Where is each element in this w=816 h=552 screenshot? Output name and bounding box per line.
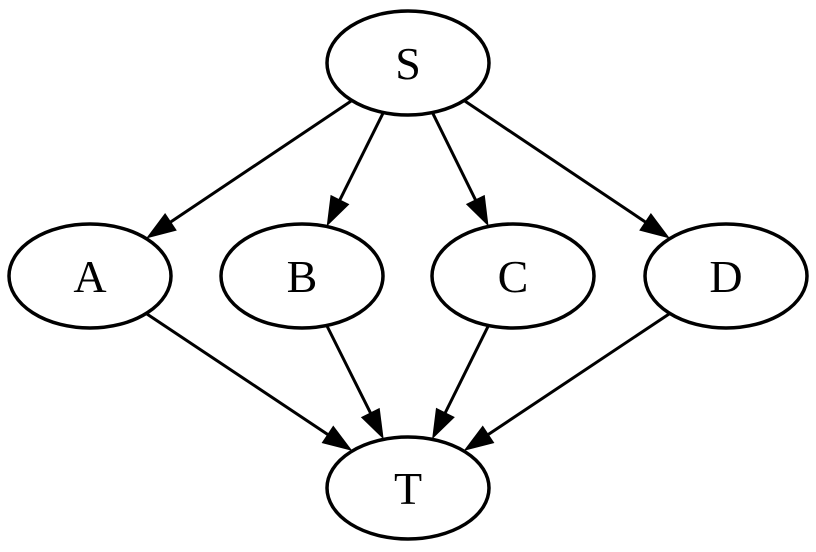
arrowhead-C-T: [432, 407, 455, 440]
node-ellipse-B: [219, 222, 385, 330]
edge-S-D: [463, 99, 650, 226]
node-D: D: [643, 222, 809, 330]
arrowhead-S-D: [639, 213, 670, 239]
arrowhead-D-T: [463, 425, 495, 451]
edge-D-T: [484, 312, 671, 438]
node-label-A: A: [73, 251, 106, 302]
node-T: T: [325, 435, 491, 541]
node-S: S: [325, 9, 491, 117]
node-label-S: S: [395, 38, 421, 89]
edge-S-A: [166, 99, 353, 226]
edge-S-B: [336, 111, 385, 204]
arrowhead-S-C: [465, 194, 489, 227]
node-ellipse-C: [430, 222, 596, 330]
node-ellipse-A: [7, 222, 173, 330]
arrowhead-A-T: [321, 425, 353, 451]
node-ellipse-T: [325, 435, 491, 541]
edge-B-T: [325, 324, 374, 417]
arrowhead-S-B: [326, 194, 350, 227]
node-C: C: [430, 222, 596, 330]
node-ellipse-S: [325, 9, 491, 117]
edge-C-T: [442, 324, 490, 417]
edge-S-C: [431, 111, 479, 204]
arrowhead-S-A: [146, 213, 177, 239]
node-A: A: [7, 222, 173, 330]
edge-A-T: [145, 312, 332, 438]
node-ellipse-D: [643, 222, 809, 330]
node-B: B: [219, 222, 385, 330]
node-label-D: D: [709, 251, 742, 302]
arrowhead-B-T: [360, 407, 384, 440]
node-label-T: T: [394, 463, 422, 514]
node-label-B: B: [287, 251, 318, 302]
node-label-C: C: [498, 251, 529, 302]
